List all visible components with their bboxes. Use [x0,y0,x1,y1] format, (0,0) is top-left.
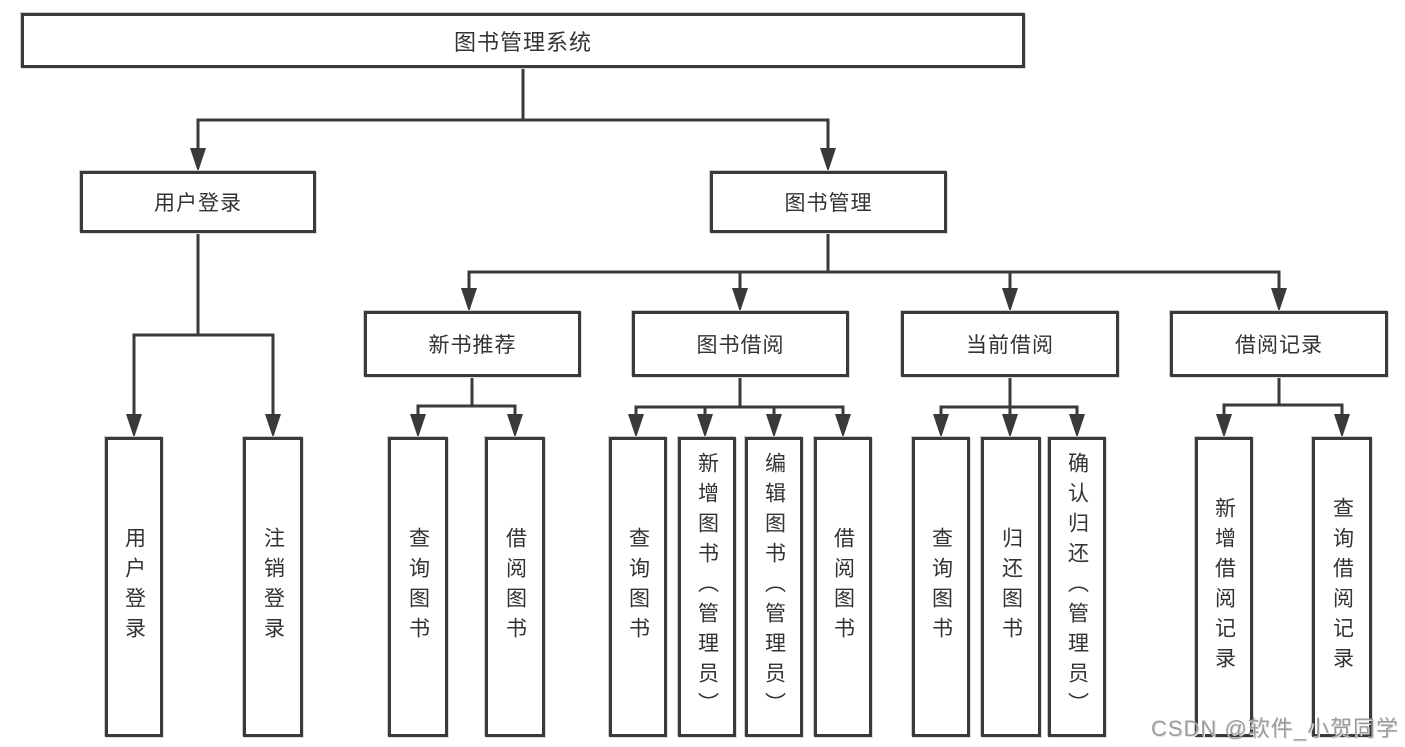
leaf-query-current-book: 查询图书 [912,437,970,737]
node-new-book-recommend: 新书推荐 [364,311,581,377]
leaf-borrow-book-recommend-label: 借阅图书 [503,527,527,647]
leaf-add-borrow-record-label: 新增借阅记录 [1212,497,1236,677]
leaf-query-current-book-label: 查询图书 [929,527,953,647]
leaf-edit-book-admin-label: 编辑图书（管理员） [762,452,786,722]
leaf-borrow-book: 借阅图书 [814,437,872,737]
node-borrow-record-label: 借阅记录 [1235,334,1323,357]
node-book-borrow-label: 图书借阅 [696,334,785,357]
leaf-add-borrow-record: 新增借阅记录 [1195,437,1253,737]
connector-strokes [132,68,1344,416]
leaf-return-book: 归还图书 [981,437,1041,737]
leaf-logout: 注销登录 [243,437,303,737]
csdn-watermark: CSDN @软件_小贺同学 [1150,716,1399,741]
node-root-system: 图书管理系统 [21,13,1025,68]
node-new-book-recommend-label: 新书推荐 [428,334,517,357]
leaf-add-book-admin-label: 新增图书（管理员） [695,452,719,722]
leaf-edit-book-admin: 编辑图书（管理员） [745,437,803,737]
leaf-confirm-return-admin: 确认归还（管理员） [1048,437,1106,737]
node-current-borrow-label: 当前借阅 [966,334,1054,357]
leaf-return-book-label: 归还图书 [999,527,1023,647]
leaf-logout-label: 注销登录 [261,527,285,647]
node-current-borrow: 当前借阅 [901,311,1119,377]
leaf-borrow-book-recommend: 借阅图书 [485,437,545,737]
node-book-borrow: 图书借阅 [632,311,849,377]
arrowheads [126,148,1350,438]
leaf-user-login: 用户登录 [105,437,163,737]
leaf-query-book-recommend-label: 查询图书 [406,527,430,647]
leaf-query-borrow-record: 查询借阅记录 [1312,437,1372,737]
leaf-borrow-book-label: 借阅图书 [831,527,855,647]
leaf-user-login-label: 用户登录 [122,527,146,647]
leaf-add-book-admin: 新增图书（管理员） [678,437,736,737]
node-user-login-label: 用户登录 [154,192,242,215]
node-book-management-label: 图书管理 [784,192,873,215]
node-book-management: 图书管理 [710,171,947,233]
leaf-query-book: 查询图书 [609,437,667,737]
leaf-query-book-label: 查询图书 [626,527,650,647]
node-user-login: 用户登录 [80,171,316,233]
node-borrow-record: 借阅记录 [1170,311,1388,377]
leaf-query-book-recommend: 查询图书 [388,437,448,737]
leaf-query-borrow-record-label: 查询借阅记录 [1330,497,1354,677]
leaf-confirm-return-admin-label: 确认归还（管理员） [1065,452,1089,722]
node-root-label: 图书管理系统 [453,29,592,55]
